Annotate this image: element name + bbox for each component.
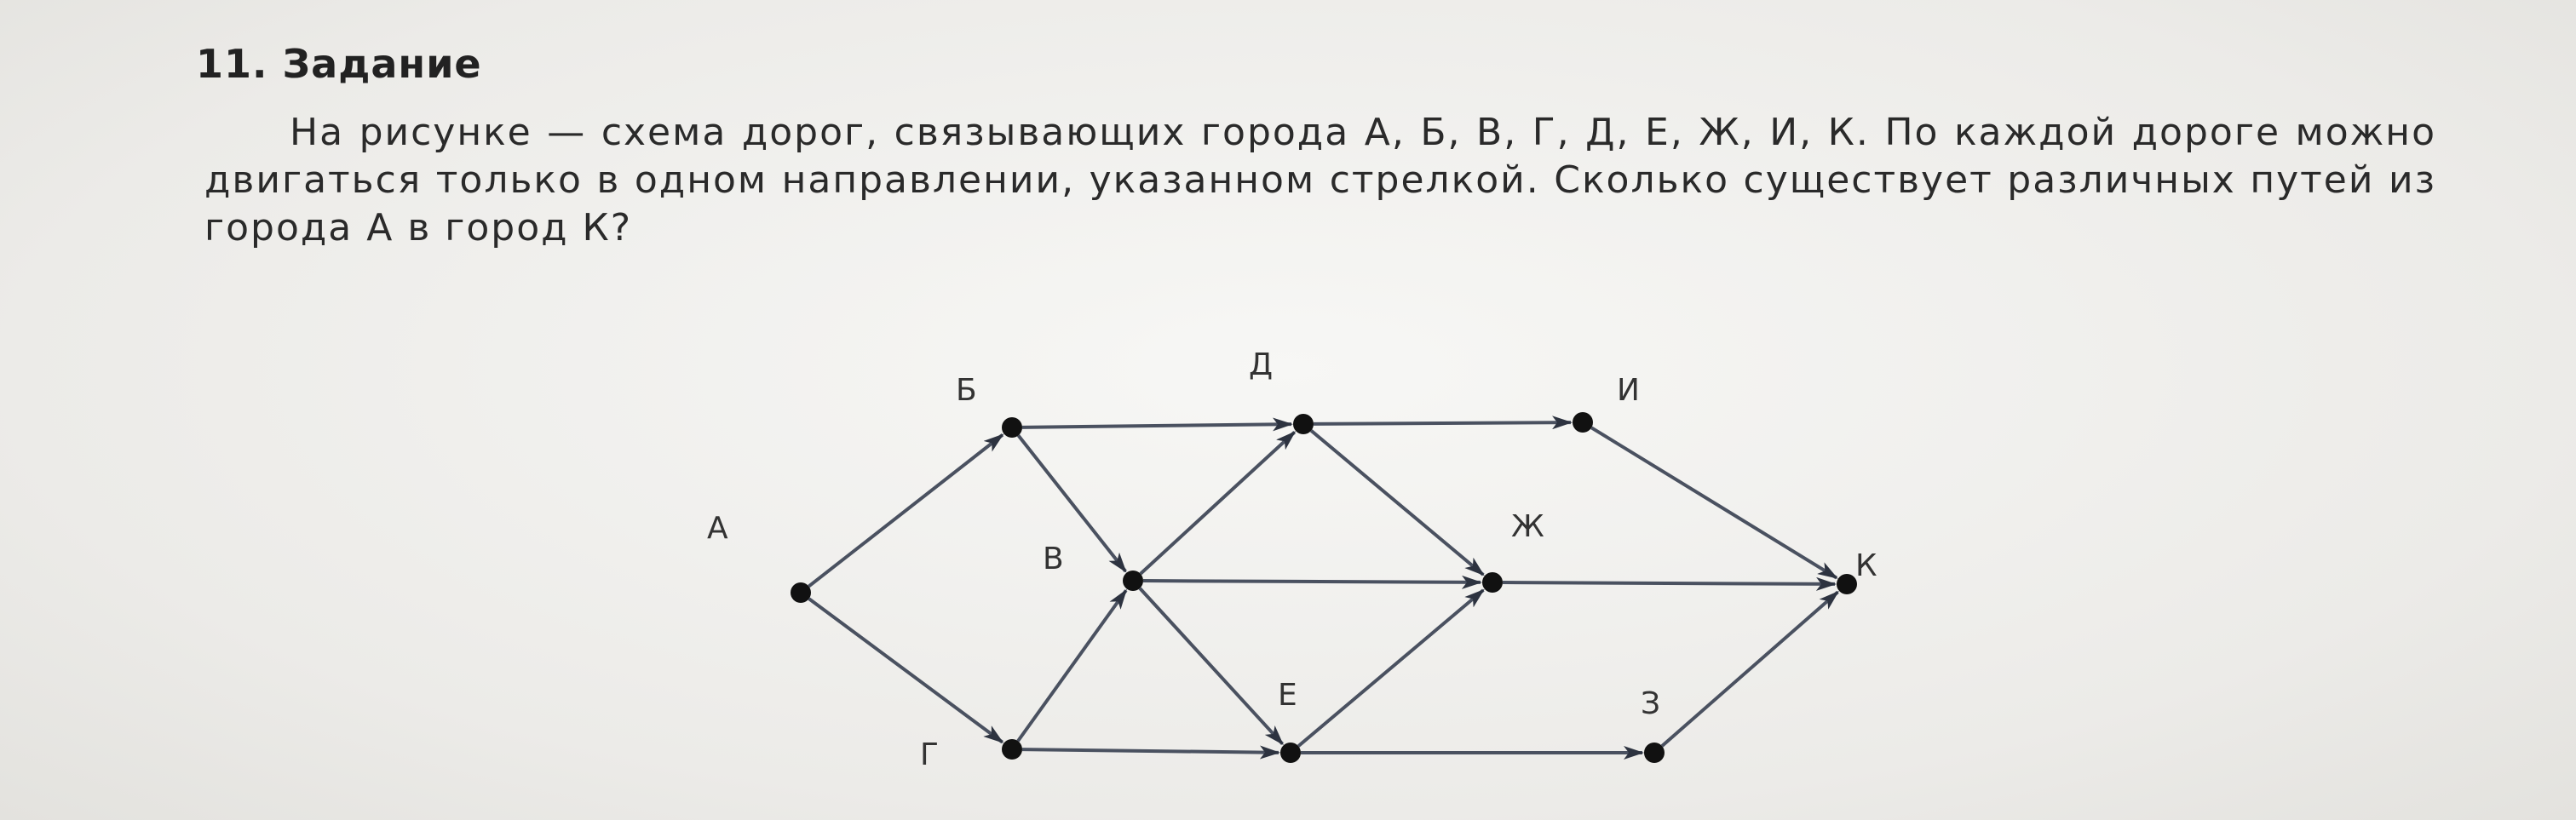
node-label: Б [956,373,977,408]
edge [1590,426,1838,580]
node [1644,743,1665,763]
edge [1297,588,1485,748]
node-label: Ж [1511,509,1544,544]
node [1837,574,1857,594]
edge [808,433,1004,588]
task-text: На рисунке — схема дорог, связывающих го… [204,111,2436,249]
node-label: Е [1278,678,1297,713]
edge [1138,587,1285,746]
nodes-layer [791,412,1857,763]
labels-layer: А Б В Г Д Е Ж И З К [707,347,1877,772]
edge [1309,429,1485,576]
edge [1139,431,1297,576]
edge [1021,417,1294,432]
node [1002,417,1022,438]
edge [1021,745,1281,760]
edge [1016,588,1128,743]
edges-layer [808,416,1839,760]
node [1002,739,1022,760]
node [1123,571,1143,591]
node-label: И [1617,373,1640,408]
edge [1142,575,1483,589]
edge [1313,416,1573,430]
node-label: К [1855,548,1877,583]
node-label: Д [1249,347,1273,382]
task-title: 11. Задание [196,41,482,87]
node-label: Г [920,737,939,772]
edge [1016,434,1127,573]
edge [808,597,1004,744]
node-label: А [707,511,728,546]
node [1293,414,1314,434]
node [791,582,811,603]
node [1280,743,1301,763]
node-label: В [1043,542,1064,576]
node [1573,412,1593,433]
node-label: З [1641,686,1660,721]
edge [1502,576,1837,591]
edge [1660,590,1839,748]
node [1482,572,1503,593]
